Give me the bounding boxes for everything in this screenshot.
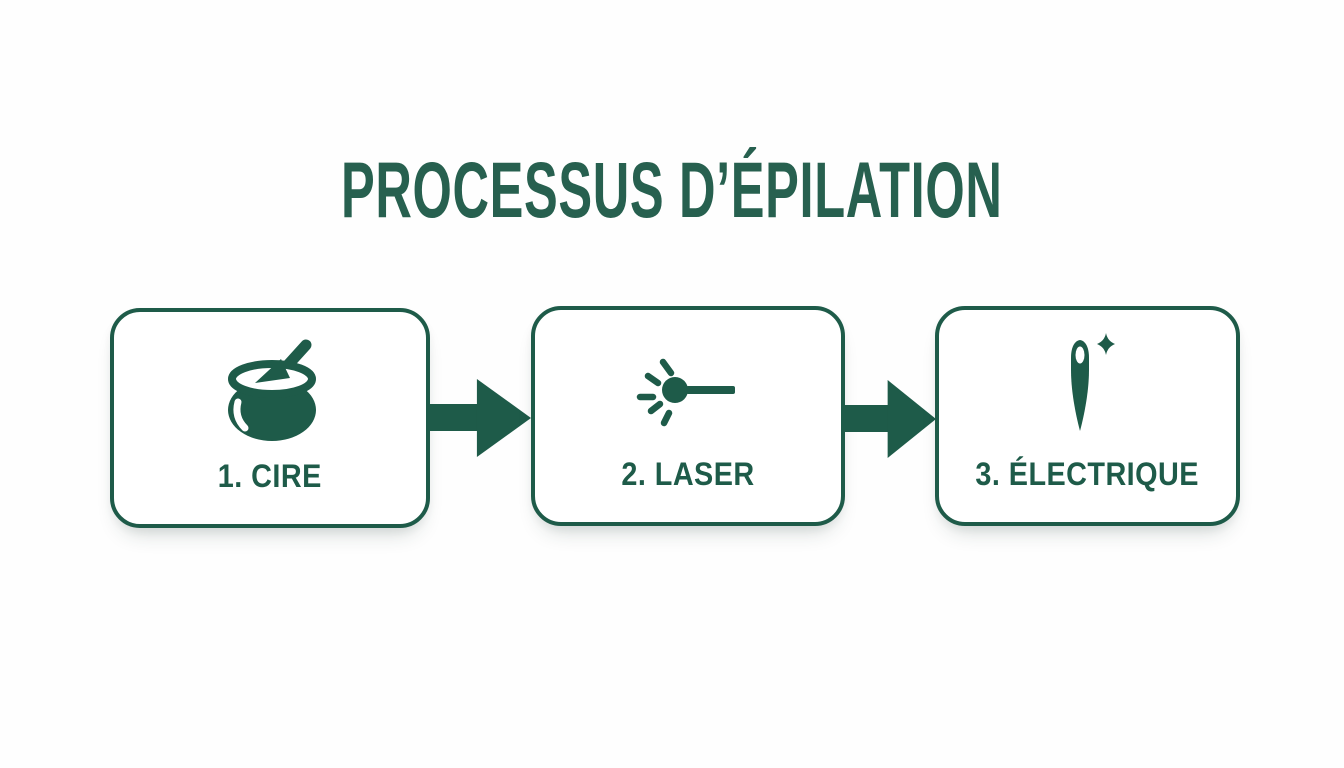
step-label-cire: 1. CIRE <box>218 458 322 494</box>
step-box-electrique: 3. ÉLECTRIQUE <box>935 306 1240 526</box>
step-label-laser: 2. LASER <box>621 456 755 492</box>
electrolysis-needle-icon <box>1050 332 1130 444</box>
wax-pot-icon <box>217 332 327 442</box>
arrow-right-icon <box>843 373 936 465</box>
step-label-electrique: 3. ÉLECTRIQUE <box>975 456 1200 492</box>
page-title: PROCESSUS D’ÉPILATION <box>341 145 1003 234</box>
step-box-laser: 2. LASER <box>531 306 845 526</box>
step-box-cire: 1. CIRE <box>110 308 430 528</box>
arrow-right-icon <box>427 372 531 464</box>
laser-beam-icon <box>632 357 742 437</box>
